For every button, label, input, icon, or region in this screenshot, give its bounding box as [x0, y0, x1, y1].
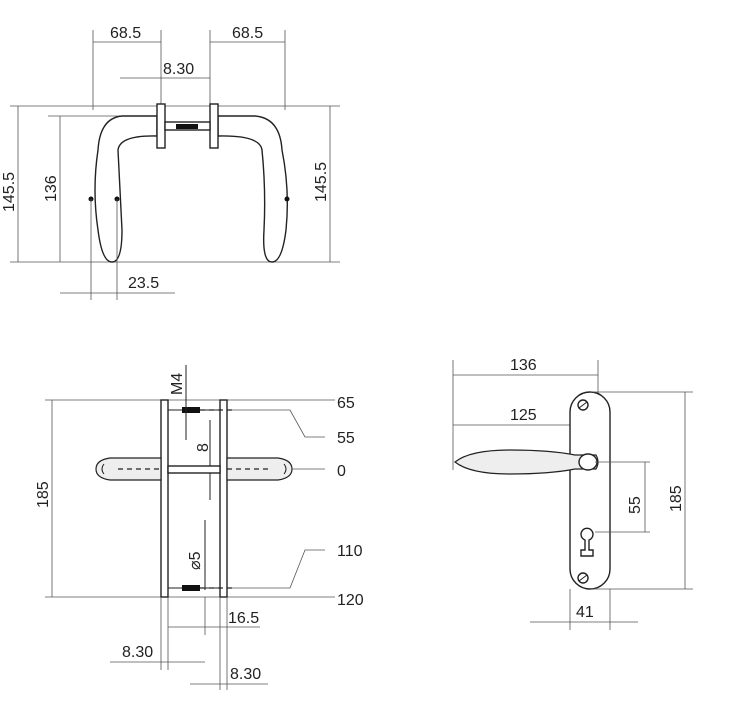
side-view: 185 M4 8 ⌀5 65 55 [35, 365, 364, 690]
dim-backset: 55 [627, 496, 644, 514]
pos-upper: 55 [337, 430, 355, 447]
backplate [569, 391, 611, 590]
dim-hole: ⌀5 [187, 551, 204, 570]
dim-lever: 125 [510, 407, 537, 424]
pos-center: 0 [337, 463, 346, 480]
dim-right-handle: 68.5 [232, 25, 263, 42]
dim-height-inner: 136 [43, 175, 60, 202]
keyhole [580, 527, 594, 557]
dim-grip: 23.5 [128, 275, 159, 292]
dim-height-outer: 145.5 [1, 172, 18, 212]
right-lever-shape [217, 115, 289, 263]
dim-spindle: 8.30 [163, 61, 194, 78]
dim-spindle-right: 8.30 [230, 666, 261, 683]
pos-bottom: 120 [337, 592, 364, 609]
dim-plate-width: 41 [576, 604, 594, 621]
dim-bolt: 8 [195, 443, 212, 452]
right-plate [219, 399, 228, 598]
dim-plate: 16.5 [228, 610, 259, 627]
top-view: 68.5 68.5 8.30 145.5 136 145.5 23.5 [1, 25, 340, 300]
front-view: 136 125 55 185 41 [452, 357, 693, 630]
dim-thread: M4 [169, 373, 186, 395]
dim-spindle-left: 8.30 [122, 644, 153, 661]
left-plate [160, 399, 169, 598]
dim-left-handle: 68.5 [110, 25, 141, 42]
dim-height: 185 [668, 485, 685, 512]
dim-total: 185 [35, 481, 52, 508]
dim-width: 136 [510, 357, 537, 374]
dim-height-right: 145.5 [313, 162, 330, 202]
left-lever-shape [94, 115, 158, 263]
pos-top: 65 [337, 395, 355, 412]
pos-lower: 110 [337, 543, 363, 560]
